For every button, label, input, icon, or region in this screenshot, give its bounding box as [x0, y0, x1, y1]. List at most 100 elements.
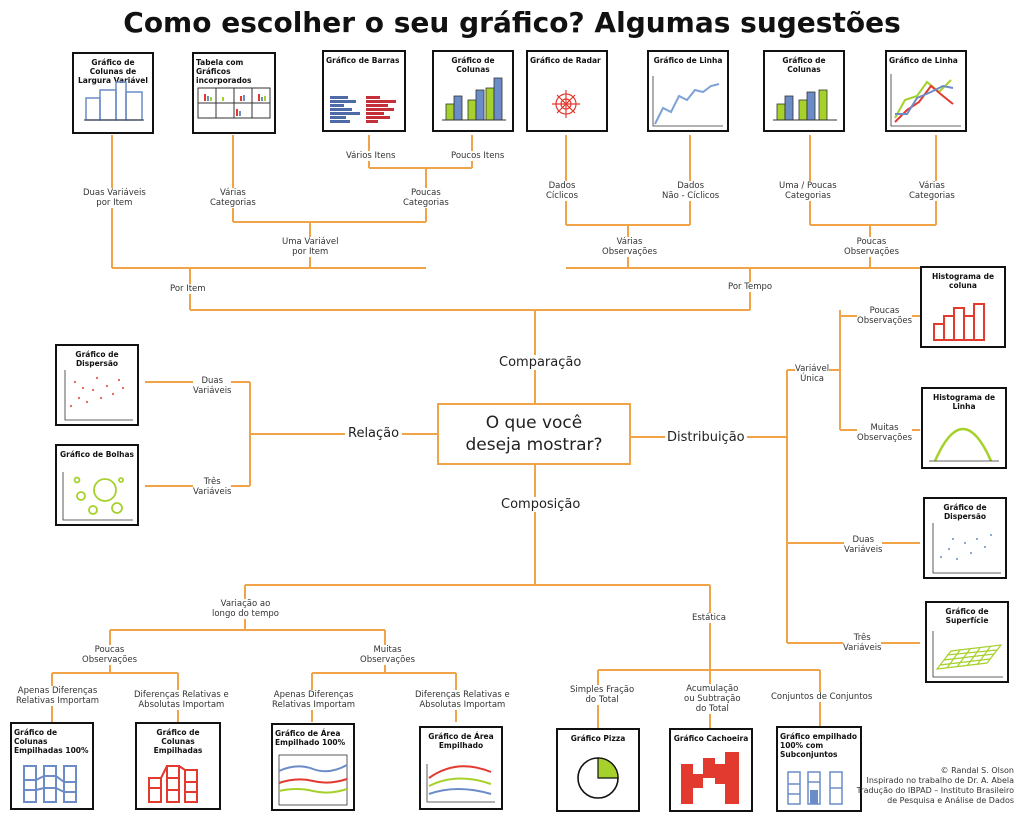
label-line: longo do tempo	[212, 609, 279, 619]
label-varios-itens: Vários Itens	[346, 151, 396, 161]
label-line: Variáveis	[843, 643, 882, 653]
line-chart-icon	[652, 76, 723, 127]
chart-card-linha-2: Gráfico de Linha	[885, 50, 967, 132]
label-line: do Total	[585, 695, 619, 705]
label-line: Absolutas Importam	[138, 700, 225, 710]
chart-card-title: Gráfico de Colunas Empilhadas 100%	[14, 728, 89, 755]
label-line: Três	[853, 633, 871, 643]
label-line: Categorias	[909, 191, 955, 201]
chart-card-linha-1: Gráfico de Linha	[647, 50, 729, 132]
category-relacao: Relação	[345, 426, 403, 441]
variable-width-column-icon	[84, 81, 144, 121]
stacked-100-area-icon	[278, 754, 348, 806]
label-conjuntos: Conjuntos de Conjuntos	[771, 692, 873, 702]
chart-card-colunas-empilhadas: Gráfico de Colunas Empilhadas	[135, 722, 221, 810]
chart-card-title: Gráfico de Linha	[653, 56, 723, 65]
label-line: Poucas	[856, 237, 887, 247]
label-line: Muitas	[870, 423, 899, 433]
label-text: Vários Itens	[346, 151, 396, 161]
column-chart-icon	[442, 77, 506, 121]
label-por-tempo: Por Tempo	[728, 282, 773, 292]
chart-card-area-empilhado-100: Gráfico de Área Empilhado 100%	[271, 723, 355, 811]
label-line: Poucas	[94, 645, 125, 655]
table-with-charts-icon	[197, 87, 271, 119]
label-line: Variável	[795, 364, 830, 374]
chart-card-title: Gráfico Pizza	[570, 734, 626, 743]
label-line: Variáveis	[193, 386, 232, 396]
chart-card-title: Gráfico de Área Empilhado	[428, 732, 494, 750]
label-text: Conjuntos de Conjuntos	[771, 692, 873, 702]
category-distribuicao: Distribuição	[665, 430, 747, 445]
label-line: Três	[203, 477, 221, 487]
chart-card-title: Gráfico de Radar	[530, 56, 601, 65]
chart-card-pizza: Gráfico Pizza	[556, 728, 640, 812]
surface-chart-icon	[932, 631, 1003, 678]
chart-card-title: Gráfico de Colunas	[782, 56, 826, 74]
central-question-box: O que você deseja mostrar?	[437, 403, 631, 465]
label-text: Poucos Itens	[451, 151, 505, 161]
label-line: Várias	[616, 237, 643, 247]
label-line: Categorias	[210, 198, 256, 208]
category-composicao: Composição	[499, 497, 583, 512]
chart-card-colunas-largura-variavel: Gráfico de Colunas de Largura Variável	[72, 52, 154, 134]
bubble-chart-icon	[62, 472, 133, 521]
label-line: Observações	[857, 316, 913, 326]
chart-card-superficie: Gráfico de Superfície	[925, 601, 1009, 683]
radar-chart-icon	[552, 90, 580, 118]
label-line: Observações	[844, 247, 900, 257]
label-line: Acumulação	[686, 684, 739, 694]
label-line: Várias	[918, 181, 945, 191]
credit-line: de Pesquisa e Análise de Dados	[887, 796, 1014, 805]
credit-line: Tradução do IBPAD – Instituto Brasileiro	[856, 786, 1014, 795]
label-estatica: Estática	[692, 613, 726, 623]
chart-card-title: Gráfico de Dispersão	[75, 350, 119, 368]
label-line: Duas	[201, 376, 224, 386]
label-line: Variáveis	[844, 545, 883, 555]
chart-card-empilhado-subconjuntos: Gráfico empilhado 100% com Subconjuntos	[776, 726, 862, 812]
column-histogram-icon	[933, 303, 985, 341]
chart-card-colunas-1: Gráfico de Colunas	[432, 50, 514, 132]
chart-card-title: Gráfico de Dispersão	[943, 503, 987, 521]
label-line: Apenas Diferenças	[17, 686, 98, 696]
chart-card-title: Gráfico de Linha	[889, 56, 958, 65]
label-line: Observações	[82, 655, 138, 665]
central-question-line-2: deseja mostrar?	[465, 435, 603, 455]
category-comparacao: Comparação	[497, 355, 584, 370]
chart-card-area-empilhado: Gráfico de Área Empilhado	[419, 726, 503, 810]
label-line: Absolutas Importam	[419, 700, 506, 710]
pie-chart-icon	[577, 757, 619, 799]
label-line: Categorias	[403, 198, 449, 208]
chart-card-colunas-2: Gráfico de Colunas	[763, 50, 845, 132]
chart-card-histograma-coluna: Histograma de coluna	[920, 266, 1006, 348]
label-line: Diferenças Relativas e	[415, 690, 510, 700]
chart-card-radar: Gráfico de Radar	[526, 50, 608, 132]
chart-card-title: Gráfico de Colunas de Largura Variável	[78, 58, 148, 85]
label-text: Por Item	[170, 284, 206, 294]
waterfall-chart-icon	[681, 752, 739, 804]
stacked-subsets-icon	[787, 771, 843, 805]
label-poucos-itens: Poucos Itens	[451, 151, 505, 161]
line-histogram-icon	[929, 428, 999, 462]
chart-card-title: Gráfico de Colunas Empilhadas	[153, 728, 203, 755]
label-line: Variação ao	[220, 599, 271, 609]
chart-card-title: Gráfico de Bolhas	[59, 450, 135, 459]
label-line: Poucas	[869, 306, 900, 316]
label-line: Poucas	[411, 188, 441, 198]
label-line: Muitas	[373, 645, 402, 655]
label-line: Dados	[548, 181, 576, 191]
